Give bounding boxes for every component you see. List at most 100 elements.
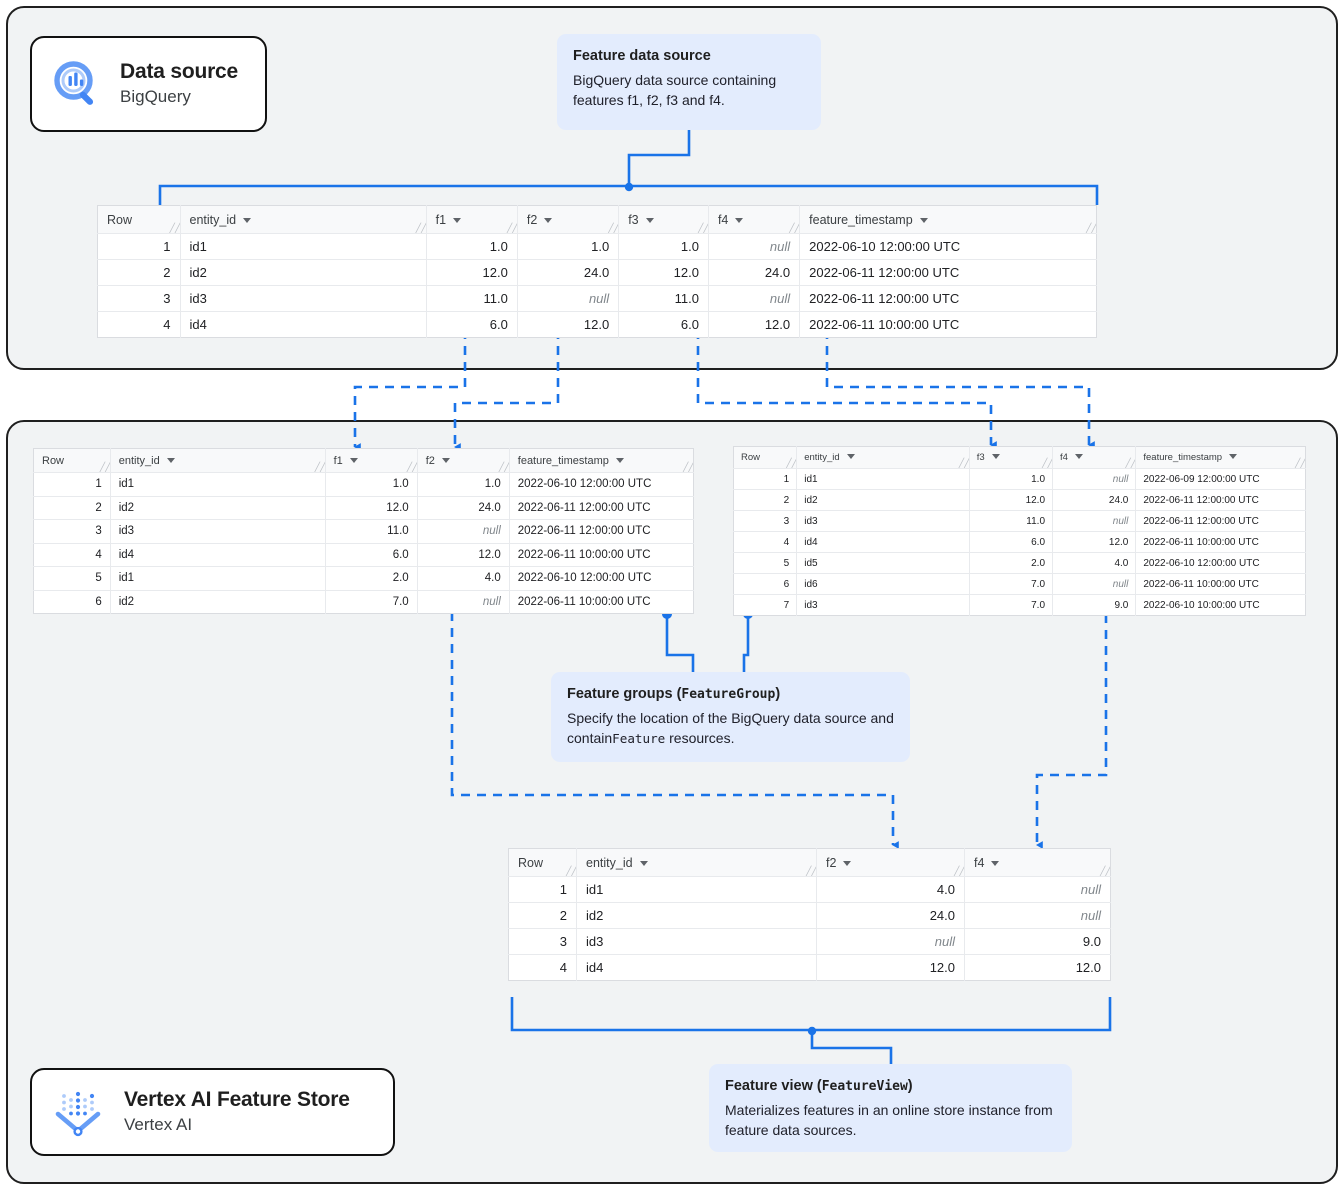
chevron-down-icon[interactable] (544, 217, 553, 223)
column-header-f1[interactable]: f1╱╱ (426, 205, 518, 234)
column-header-label: entity_id (804, 452, 840, 463)
column-resize-handle[interactable]: ╱╱ (1295, 458, 1306, 468)
column-header-entity_id[interactable]: entity_id ╱╱ (796, 446, 970, 469)
chevron-down-icon[interactable] (843, 860, 852, 866)
column-header-label: entity_id (586, 855, 633, 870)
card-subtitle: BigQuery (120, 86, 191, 106)
chevron-down-icon[interactable] (243, 217, 252, 223)
column-header-feature_timestamp[interactable]: feature_timestamp╱╱ (509, 448, 694, 473)
column-header-label: feature_timestamp (1143, 452, 1223, 463)
column-header-Row[interactable]: Row╱╱ (733, 446, 798, 469)
column-resize-handle[interactable]: ╱╱ (806, 866, 817, 876)
column-resize-handle[interactable]: ╱╱ (789, 223, 800, 233)
value-cell: id2 (180, 259, 427, 286)
column-header-f3[interactable]: f3╱╱ (618, 205, 709, 234)
column-header-feature_timestamp[interactable]: feature_timestamp ╱╱ (1135, 446, 1306, 469)
column-resize-handle[interactable]: ╱╱ (415, 223, 427, 233)
column-header-f4[interactable]: f4╱╱ (964, 848, 1111, 877)
chevron-down-icon[interactable] (991, 454, 1000, 459)
column-header-f4[interactable]: f4╱╱ (708, 205, 801, 234)
column-resize-handle[interactable]: ╱╱ (958, 458, 970, 468)
callout-title: Feature groups (FeatureGroup) (567, 685, 894, 704)
column-resize-handle[interactable]: ╱╱ (506, 223, 518, 233)
chevron-down-icon[interactable] (645, 217, 654, 223)
data-source-card: Data source BigQuery (30, 36, 267, 132)
column-resize-handle[interactable]: ╱╱ (786, 458, 797, 468)
chevron-down-icon[interactable] (615, 457, 624, 463)
column-resize-handle[interactable]: ╱╱ (1100, 866, 1111, 876)
chevron-down-icon[interactable] (349, 457, 358, 463)
chevron-down-icon[interactable] (166, 457, 175, 463)
column-header-Row[interactable]: Row╱╱ (508, 848, 577, 877)
column-header-entity_id[interactable]: entity_id╱╱ (110, 448, 326, 473)
column-resize-handle[interactable]: ╱╱ (697, 223, 709, 233)
column-header-f2[interactable]: f2╱╱ (417, 448, 510, 473)
vertex-ai-feature-store-card: Vertex AI Feature Store Vertex AI (30, 1068, 395, 1156)
column-resize-handle[interactable]: ╱╱ (1125, 458, 1136, 468)
callout-title: Feature data source (573, 48, 711, 64)
value-cell: 6.0 (426, 311, 518, 338)
column-header-f3[interactable]: f3╱╱ (969, 446, 1054, 469)
column-resize-handle[interactable]: ╱╱ (314, 462, 326, 472)
column-header-f2[interactable]: f2╱╱ (517, 205, 620, 234)
column-resize-handle[interactable]: ╱╱ (566, 866, 577, 876)
column-resize-handle[interactable]: ╱╱ (498, 462, 510, 472)
chevron-down-icon[interactable] (735, 217, 744, 223)
callout-title: Feature view (FeatureView) (725, 1077, 1056, 1096)
callout-title-text: Feature view ( (725, 1078, 822, 1094)
column-header-feature_timestamp[interactable]: feature_timestamp╱╱ (799, 205, 1097, 234)
column-resize-handle[interactable]: ╱╱ (406, 462, 418, 472)
chevron-down-icon[interactable] (991, 860, 1000, 866)
column-header-entity_id[interactable]: entity_id╱╱ (180, 205, 427, 234)
chevron-down-icon[interactable] (1074, 454, 1083, 459)
column-resize-handle[interactable]: ╱╱ (608, 223, 619, 233)
column-resize-handle[interactable]: ╱╱ (683, 462, 694, 472)
column-header-entity_id[interactable]: entity_id ╱╱ (576, 848, 817, 877)
feature-data-source-table[interactable]: Row╱╱entity_id╱╱f1╱╱f2╱╱f3╱╱f4╱╱feature_… (97, 205, 1097, 338)
column-resize-handle[interactable]: ╱╱ (1042, 458, 1053, 468)
chevron-down-icon[interactable] (441, 457, 450, 463)
column-header-f1[interactable]: f1╱╱ (325, 448, 418, 473)
chevron-down-icon[interactable] (639, 860, 648, 866)
value-cell: 24.0 (708, 259, 801, 286)
row-number-cell: 3 (97, 285, 181, 312)
column-resize-handle[interactable]: ╱╱ (1086, 223, 1097, 233)
chevron-down-icon[interactable] (453, 217, 462, 223)
column-resize-handle[interactable]: ╱╱ (954, 866, 965, 876)
value-cell: 2.0 (325, 566, 418, 591)
feature-group-2-table[interactable]: Row╱╱entity_id╱╱f3╱╱f4╱╱feature_timestam… (733, 446, 1306, 616)
column-header-Row[interactable]: Row╱╱ (97, 205, 181, 234)
chevron-down-icon[interactable] (919, 217, 928, 223)
column-header-f2[interactable]: f2╱╱ (816, 848, 965, 877)
chevron-down-icon[interactable] (846, 454, 855, 459)
column-header-f4[interactable]: f4╱╱ (1052, 446, 1137, 469)
column-resize-handle[interactable]: ╱╱ (169, 223, 181, 233)
chevron-down-icon[interactable] (1229, 454, 1238, 459)
feature-group-1-table[interactable]: Row╱╱entity_id╱╱f1╱╱f2╱╱feature_timestam… (33, 448, 694, 614)
value-cell: 2022-06-10 12:00:00 UTC (509, 566, 694, 591)
column-header-Row[interactable]: Row╱╱ (33, 448, 111, 473)
column-resize-handle[interactable]: ╱╱ (99, 462, 111, 472)
